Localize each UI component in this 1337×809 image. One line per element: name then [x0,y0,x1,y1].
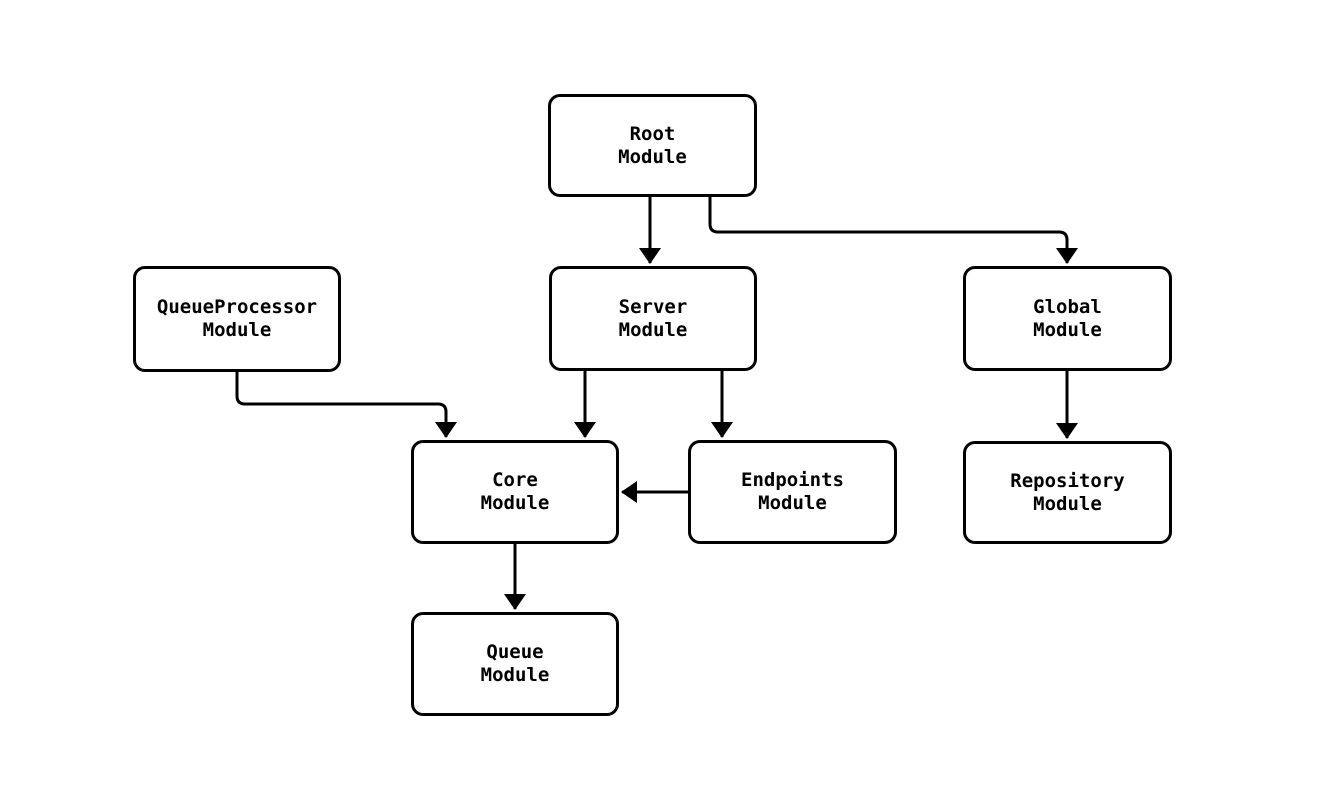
node-core-module: Core Module [411,440,619,544]
node-queue-module: Queue Module [411,612,619,716]
node-repository-module: Repository Module [963,441,1172,544]
edge-queueprocessor-to-core [235,372,457,438]
edge-root-to-global [708,197,1078,264]
node-label-queueprocessor: QueueProcessor Module [156,296,318,341]
node-server-module: Server Module [549,266,757,371]
node-label-endpoints: Endpoints Module [741,469,844,514]
node-label-queue: Queue Module [480,641,550,686]
node-label-core: Core Module [480,469,550,514]
node-endpoints-module: Endpoints Module [688,440,897,544]
node-label-root: Root Module [618,122,687,168]
node-root-module: Root Module [548,94,757,197]
edges-group [235,197,1078,610]
node-label-global: Global Module [1033,295,1102,341]
node-label-repository: Repository Module [1010,469,1125,515]
node-global-module: Global Module [963,266,1172,371]
node-label-server: Server Module [618,295,688,341]
node-queueprocessor-module: QueueProcessor Module [133,266,341,372]
